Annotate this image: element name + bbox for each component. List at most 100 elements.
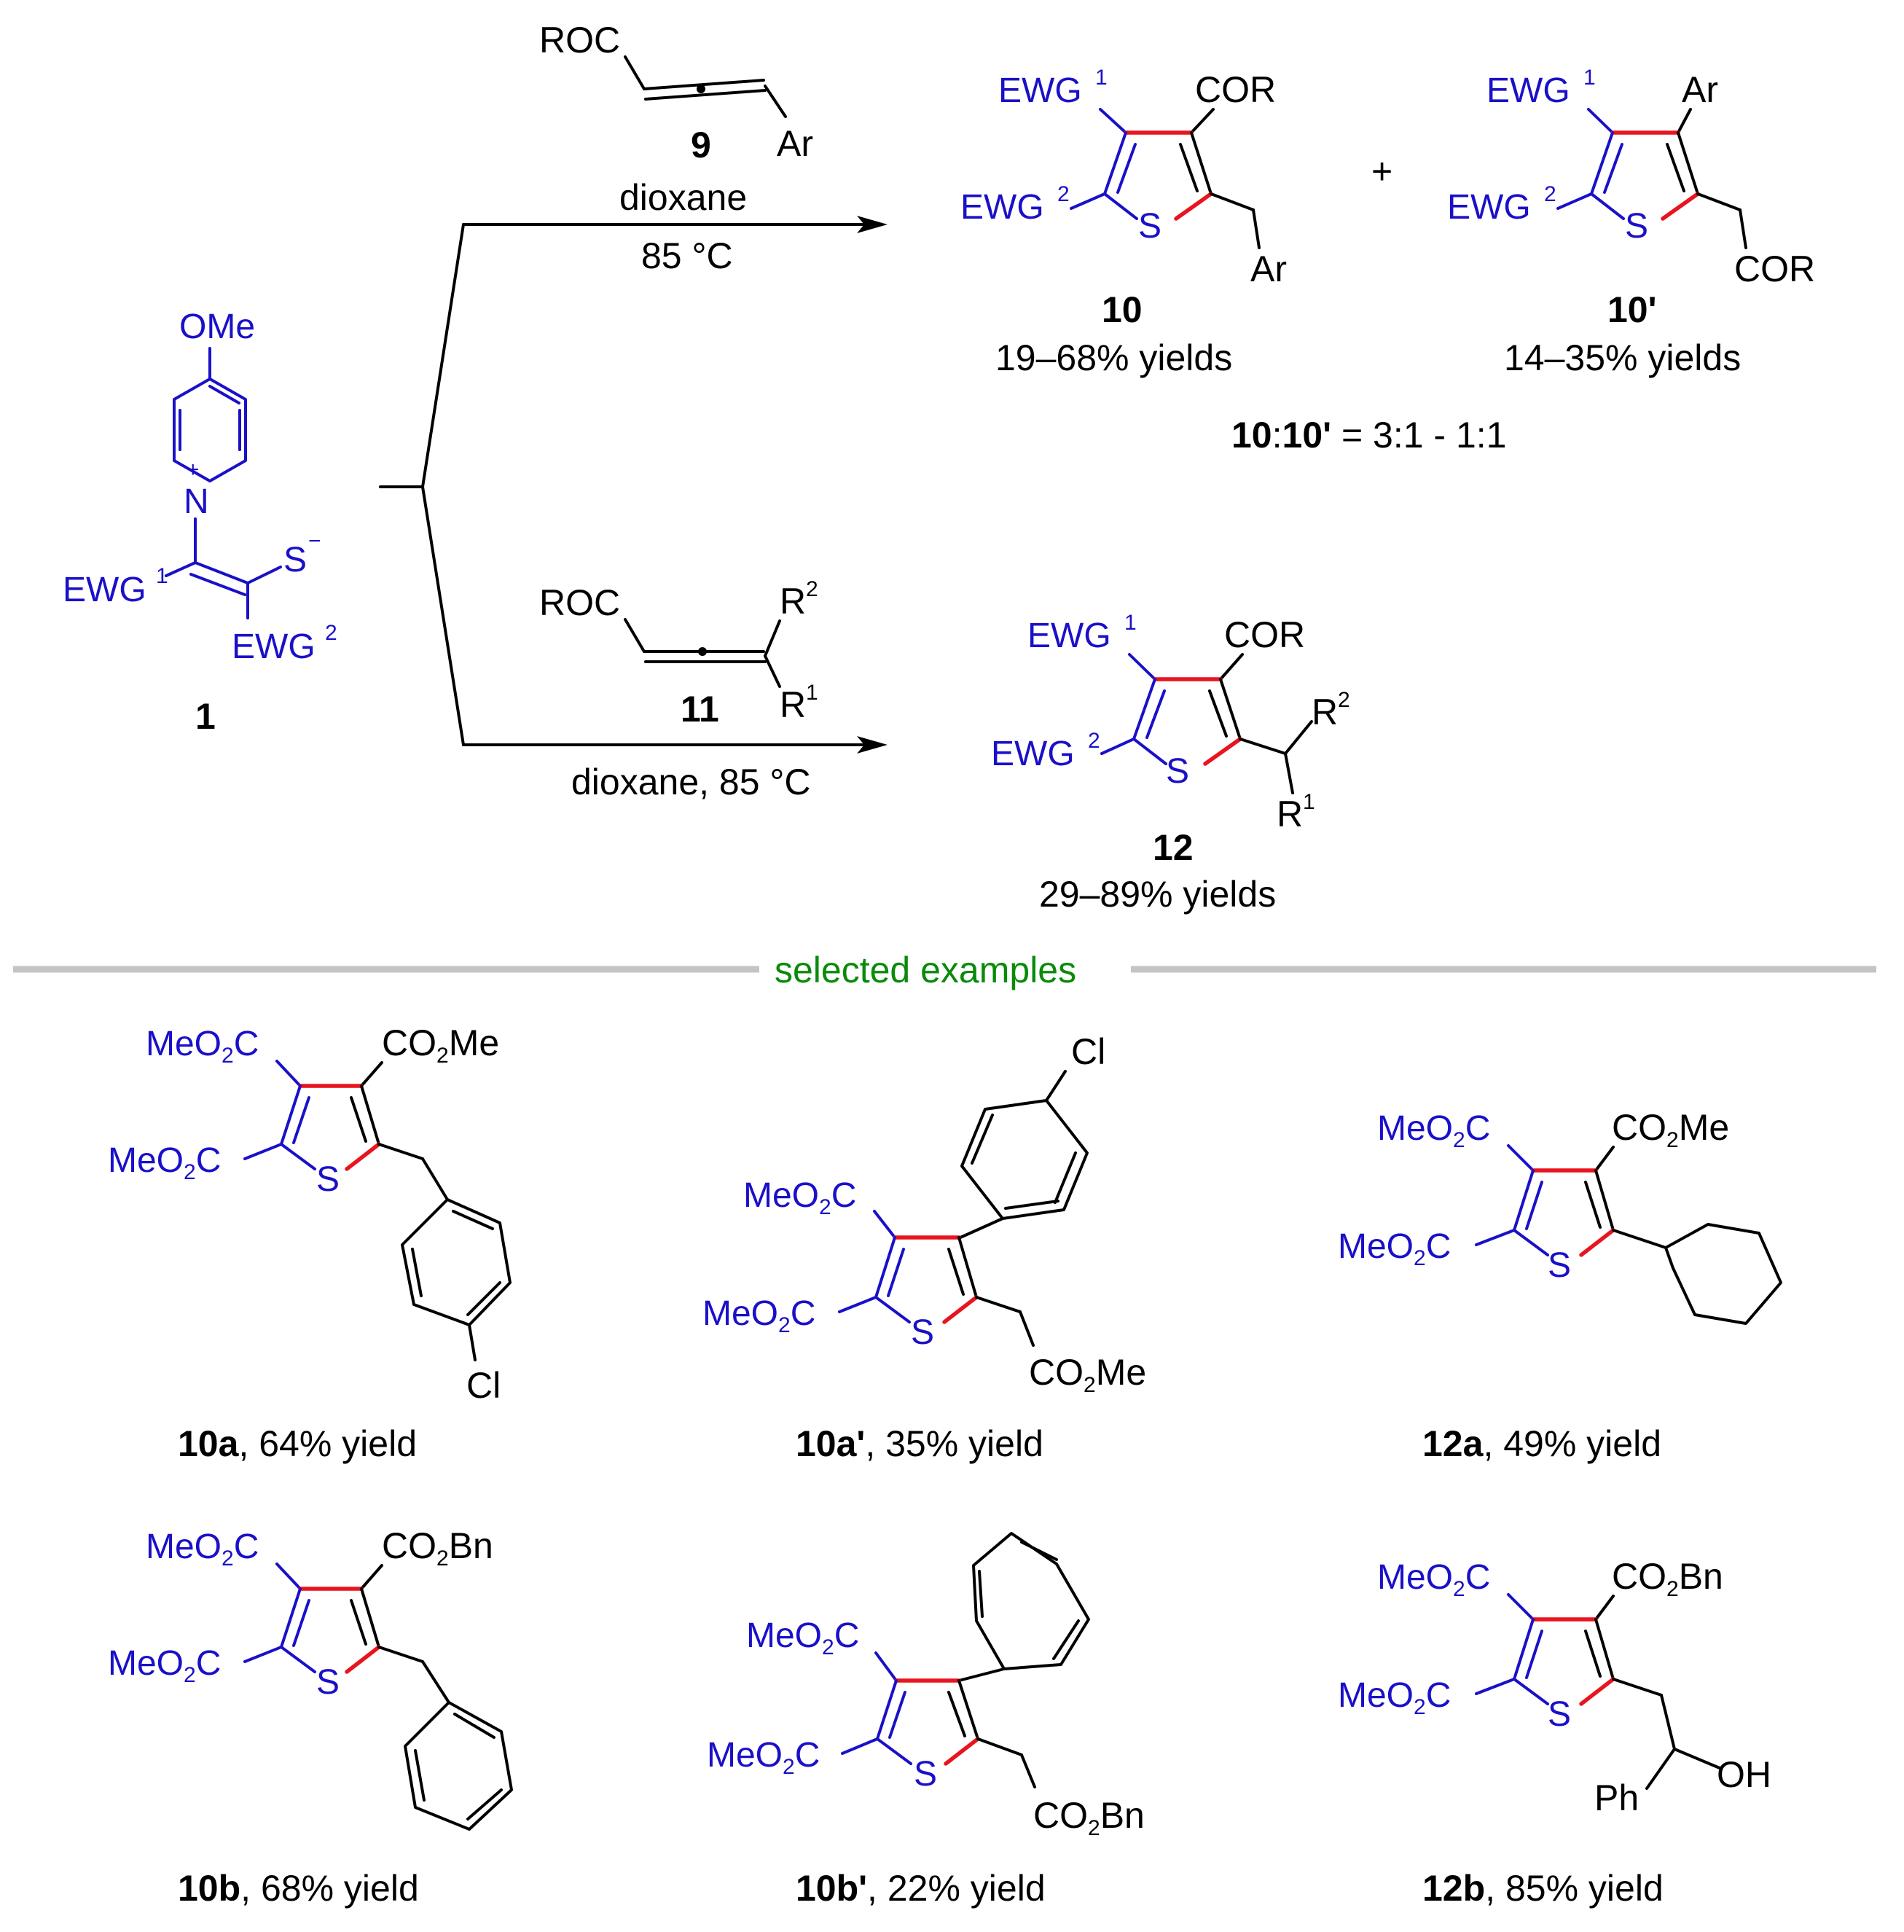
n-plus-charge: + — [187, 458, 200, 482]
svg-text:MeO2C: MeO2C — [743, 1176, 856, 1219]
bottom-reaction-arrow — [462, 736, 888, 754]
svg-text:MeO2C: MeO2C — [146, 1528, 259, 1571]
example-10a-prime-caption: 10a', 35% yield — [796, 1423, 1043, 1464]
svg-text:R: R — [1312, 692, 1338, 732]
svg-text:COR: COR — [1734, 249, 1815, 289]
branch-lines — [379, 223, 465, 746]
ewg1-label: EWG — [63, 571, 146, 609]
svg-text:MeO2C: MeO2C — [1377, 1109, 1490, 1152]
svg-text:1: 1 — [1583, 66, 1596, 90]
svg-text:OH: OH — [1717, 1754, 1771, 1795]
reagent-11-structure: ROC R 2 R 1 — [539, 577, 818, 725]
top-temperature: 85 °C — [641, 235, 733, 276]
svg-text:CO2Bn: CO2Bn — [382, 1525, 493, 1571]
svg-text:EWG: EWG — [1486, 71, 1570, 110]
svg-text:2: 2 — [1088, 729, 1100, 753]
svg-text:S: S — [914, 1755, 937, 1794]
example-10b-caption: 10b, 68% yield — [178, 1868, 419, 1909]
svg-text:R: R — [780, 684, 806, 725]
svg-text:MeO2C: MeO2C — [1338, 1676, 1451, 1719]
plus-sign: + — [1371, 151, 1392, 192]
example-10b-prime-structure: MeO2C S MeO2C CO2Bn — [707, 1532, 1145, 1840]
ewg2-label: EWG — [232, 627, 316, 666]
svg-text:EWG: EWG — [1027, 617, 1111, 655]
top-reaction-arrow — [462, 216, 888, 233]
svg-text:EWG: EWG — [1447, 188, 1531, 227]
svg-text:2: 2 — [1338, 688, 1350, 712]
svg-text:CO2Me: CO2Me — [382, 1022, 499, 1068]
product-10-prime-number: 10' — [1607, 289, 1657, 330]
svg-text:EWG: EWG — [960, 188, 1044, 227]
bottom-conditions: dioxane, 85 °C — [571, 762, 811, 802]
svg-text:2: 2 — [1544, 182, 1556, 206]
svg-text:S: S — [316, 1663, 340, 1702]
s-minus-charge: − — [308, 529, 321, 553]
svg-text:EWG: EWG — [998, 71, 1082, 110]
svg-text:R: R — [780, 581, 806, 622]
thiolate-s-label: S — [283, 541, 307, 579]
example-10a-caption: 10a, 64% yield — [178, 1423, 417, 1464]
svg-text:CO2Me: CO2Me — [1612, 1107, 1729, 1152]
svg-text:COR: COR — [1224, 614, 1305, 655]
svg-text:MeO2C: MeO2C — [1338, 1227, 1451, 1270]
svg-text:S: S — [911, 1313, 934, 1352]
svg-text:S: S — [1625, 207, 1648, 246]
example-12a-structure: MeO2C CO2Me S MeO2C — [1338, 1107, 1782, 1325]
pyridinium-n-label: N — [184, 482, 209, 521]
svg-text:MeO2C: MeO2C — [1377, 1558, 1490, 1601]
example-10a-structure: MeO2C CO2Me S MeO2C Cl — [108, 1022, 512, 1406]
svg-text:S: S — [1138, 207, 1161, 246]
example-12a-caption: 12a, 49% yield — [1422, 1423, 1661, 1464]
svg-text:1: 1 — [1303, 790, 1315, 814]
svg-text:1: 1 — [1124, 611, 1137, 635]
svg-text:CO2Bn: CO2Bn — [1612, 1556, 1723, 1601]
svg-text:ROC: ROC — [539, 582, 620, 623]
svg-text:MeO2C: MeO2C — [108, 1644, 221, 1687]
svg-text:CO2Me: CO2Me — [1029, 1352, 1146, 1397]
svg-text:1: 1 — [1095, 66, 1108, 90]
svg-text:Ph: Ph — [1594, 1777, 1639, 1818]
product-10-number: 10 — [1102, 289, 1143, 330]
svg-text:S: S — [1548, 1246, 1571, 1285]
svg-text:2: 2 — [1057, 182, 1070, 206]
svg-text:1: 1 — [806, 681, 818, 705]
svg-text:2: 2 — [325, 621, 337, 645]
product-10-yield: 19–68% yields — [995, 337, 1232, 378]
reagent-9-ar: Ar — [777, 123, 813, 164]
svg-text:MeO2C: MeO2C — [746, 1616, 859, 1659]
example-10a-prime-structure: Cl MeO2C S MeO2C CO2Me — [702, 1031, 1146, 1397]
svg-text:R: R — [1277, 794, 1303, 834]
reagent-11-number: 11 — [681, 689, 719, 730]
product-12-number: 12 — [1153, 827, 1194, 868]
svg-text:S: S — [1548, 1695, 1571, 1734]
svg-text:Cl: Cl — [466, 1365, 501, 1406]
svg-text:MeO2C: MeO2C — [108, 1141, 221, 1184]
svg-text:Cl: Cl — [1071, 1031, 1105, 1072]
reagent-9-number: 9 — [691, 125, 711, 165]
svg-text:COR: COR — [1195, 69, 1276, 110]
example-10b-structure: MeO2C CO2Bn S MeO2C — [108, 1525, 513, 1831]
ome-label: OMe — [179, 308, 255, 346]
product-10-prime-yield: 14–35% yields — [1504, 337, 1741, 378]
svg-text:CO2Bn: CO2Bn — [1033, 1795, 1145, 1840]
top-solvent: dioxane — [619, 177, 747, 218]
reagent-9-roc: ROC — [539, 20, 620, 60]
svg-text:Ar: Ar — [1682, 69, 1718, 110]
product-10-prime-structure: EWG 1 Ar S EWG 2 COR — [1447, 66, 1815, 289]
compound-1-number: 1 — [195, 696, 216, 737]
svg-text:1: 1 — [156, 564, 168, 588]
compound-1-structure: OMe N + EWG 1 S − EWG 2 — [63, 308, 337, 666]
svg-text:Ar: Ar — [1250, 249, 1287, 289]
svg-text:2: 2 — [806, 577, 818, 601]
example-12b-structure: MeO2C CO2Bn S MeO2C Ph OH — [1338, 1556, 1771, 1818]
svg-text:S: S — [316, 1160, 340, 1199]
product-12-yield: 29–89% yields — [1039, 874, 1276, 915]
svg-text:MeO2C: MeO2C — [702, 1294, 815, 1337]
svg-text:MeO2C: MeO2C — [146, 1025, 259, 1068]
example-12b-caption: 12b, 85% yield — [1422, 1868, 1664, 1909]
svg-text:S: S — [1166, 752, 1189, 791]
product-10-structure: EWG 1 COR S EWG 2 Ar — [960, 66, 1287, 289]
product-ratio: 10:10' = 3:1 - 1:1 — [1231, 415, 1506, 455]
example-10b-prime-caption: 10b', 22% yield — [796, 1868, 1046, 1909]
